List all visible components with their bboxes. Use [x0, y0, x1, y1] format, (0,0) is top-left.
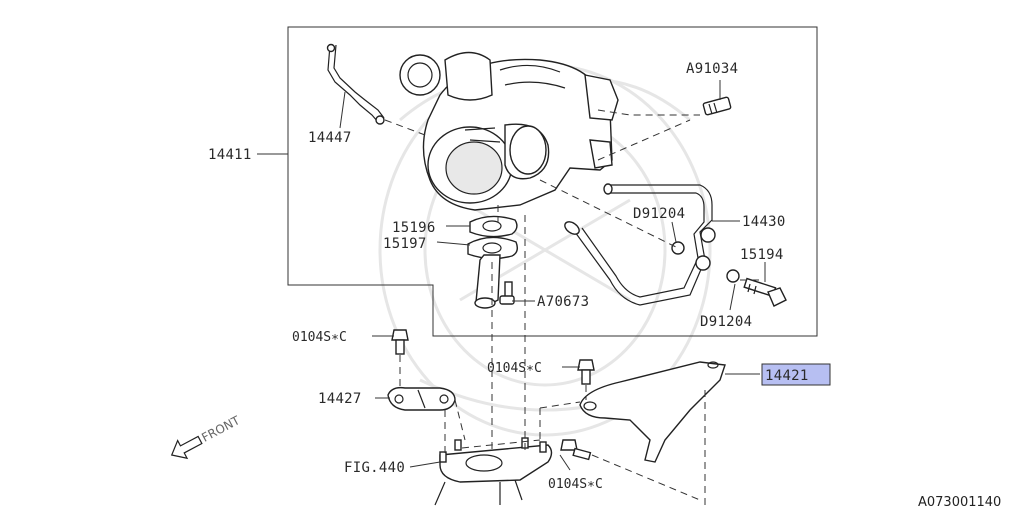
label-14447: 14447: [308, 130, 352, 146]
label-14421: 14421: [765, 368, 809, 384]
front-label: FRONT: [199, 413, 242, 445]
hose-14447: [326, 43, 385, 125]
bolt-bottom: [560, 439, 592, 461]
oil-pipe-14430: [564, 183, 716, 306]
label-a70673: A70673: [537, 294, 589, 310]
gasket-15197: [467, 236, 519, 260]
label-d91204-top: D91204: [633, 206, 685, 222]
oil-drain-pipe: [474, 254, 501, 309]
assembly-outline-box: [287, 26, 818, 337]
label-15197: 15197: [383, 236, 427, 252]
label-14411: 14411: [208, 147, 252, 163]
label-a91034: A91034: [686, 61, 738, 77]
washer-d91204-bottom: [726, 269, 740, 283]
stud-a91034: [702, 96, 732, 116]
highlight-box-14421: [761, 363, 831, 386]
label-15196: 15196: [392, 220, 436, 236]
leader-lines: [257, 80, 766, 471]
turbocharger: [399, 51, 619, 211]
bolt-a70673: [499, 281, 515, 305]
label-14430: 14430: [742, 214, 786, 230]
alignment-lines: [384, 109, 760, 510]
label-15194: 15194: [740, 247, 784, 263]
label-fig440: FIG.440: [344, 460, 405, 476]
base-fig440: [434, 437, 553, 506]
label-d91204-bottom: D91204: [700, 314, 752, 330]
label-14427: 14427: [318, 391, 362, 407]
label-bolt-bottom: 0104S∗C: [548, 477, 603, 492]
reference-code: A073001140: [918, 495, 1001, 510]
bracket-14427: [387, 386, 456, 411]
gasket-15196: [469, 215, 518, 238]
washer-d91204-top: [671, 241, 685, 255]
front-arrow: FRONT: [170, 413, 243, 460]
label-bolt-mid: 0104S∗C: [487, 361, 542, 376]
label-bolt-left: 0104S∗C: [292, 330, 347, 345]
bracket-14421: [579, 361, 726, 463]
banjo-bolt-15194: [743, 277, 787, 307]
bolt-left: [391, 329, 409, 355]
